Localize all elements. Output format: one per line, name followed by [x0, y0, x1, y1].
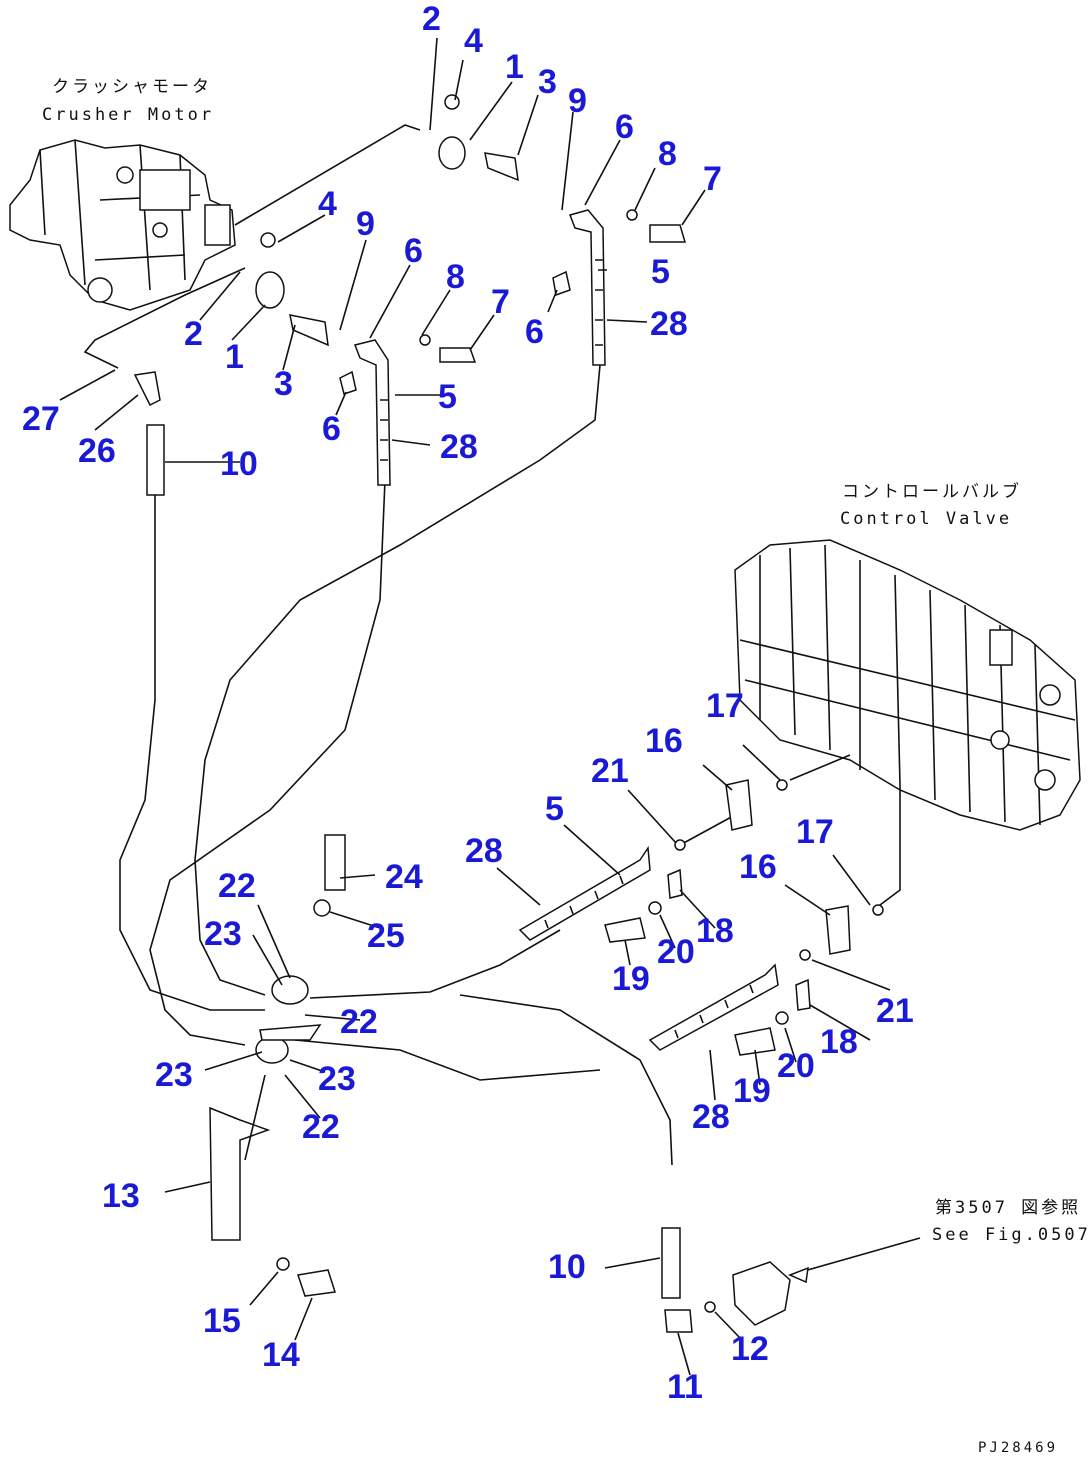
callout-part-2: 2 — [422, 0, 441, 38]
control-valve — [734, 539, 1081, 831]
callout-part-11: 11 — [667, 1368, 703, 1406]
callout-part-24: 24 — [385, 858, 423, 896]
callout-part-28: 28 — [440, 428, 478, 466]
callout-part-4: 4 — [464, 22, 483, 60]
callout-part-13: 13 — [102, 1177, 140, 1215]
callout-part-22: 22 — [340, 1003, 378, 1041]
callout-part-6: 6 — [404, 232, 423, 270]
callout-part-18: 18 — [696, 912, 734, 950]
callout-part-4: 4 — [318, 185, 337, 223]
callout-part-9: 9 — [568, 82, 587, 120]
callout-part-8: 8 — [446, 258, 465, 296]
callout-part-3: 3 — [274, 365, 293, 403]
callout-part-28: 28 — [465, 832, 503, 870]
callout-part-15: 15 — [203, 1302, 241, 1340]
callout-part-3: 3 — [538, 63, 557, 101]
drawing-id: PJ28469 — [978, 1440, 1058, 1456]
callout-part-10: 10 — [220, 445, 258, 483]
crusher-motor-en-label: Crusher Motor — [42, 105, 214, 125]
callout-part-1: 1 — [225, 338, 244, 376]
callout-part-17: 17 — [706, 687, 744, 725]
callout-part-16: 16 — [645, 722, 683, 760]
callouts: 2 4 1 3 9 6 8 7 4 9 6 8 7 5 2 1 3 6 28 2… — [22, 0, 914, 1406]
valve-pipe-fittings — [518, 779, 884, 1056]
callout-part-21: 21 — [876, 992, 914, 1030]
callout-part-7: 7 — [491, 283, 510, 321]
callout-part-12: 12 — [731, 1330, 769, 1368]
upper-hose-assembly-1 — [133, 232, 477, 496]
callout-part-19: 19 — [612, 960, 650, 998]
callout-part-6: 6 — [525, 313, 544, 351]
callout-part-23: 23 — [318, 1060, 356, 1098]
callout-part-20: 20 — [777, 1047, 815, 1085]
callout-part-21: 21 — [591, 752, 629, 790]
callout-part-16: 16 — [739, 848, 777, 886]
bracket-and-lower-fittings — [209, 1106, 921, 1333]
see-fig-en-label: See Fig.0507 — [932, 1225, 1090, 1245]
callout-part-25: 25 — [367, 917, 405, 955]
control-valve-en-label: Control Valve — [840, 509, 1012, 529]
upper-hose-assembly-2 — [438, 94, 687, 366]
callout-part-17: 17 — [796, 813, 834, 851]
callout-part-14: 14 — [262, 1336, 300, 1374]
callout-part-23: 23 — [155, 1056, 193, 1094]
hose-routing — [83, 124, 901, 1166]
callout-part-8: 8 — [658, 135, 677, 173]
callout-part-1: 1 — [505, 48, 524, 86]
callout-part-22: 22 — [302, 1108, 340, 1146]
callout-part-5: 5 — [651, 253, 670, 291]
callout-part-2: 2 — [184, 315, 203, 353]
callout-part-19: 19 — [733, 1072, 771, 1110]
callout-part-6: 6 — [322, 410, 341, 448]
crusher-motor-jp-label: クラッシャモータ — [52, 77, 212, 97]
callout-part-22: 22 — [218, 867, 256, 905]
callout-part-20: 20 — [657, 933, 695, 971]
callout-part-28: 28 — [650, 305, 688, 343]
clamp-cluster — [255, 834, 346, 1064]
callout-part-27: 27 — [22, 400, 60, 438]
see-fig-jp-label: 第3507 図参照 — [935, 1198, 1081, 1218]
callout-part-7: 7 — [703, 160, 722, 198]
leader-lines — [59, 37, 891, 1376]
callout-part-28: 28 — [692, 1098, 730, 1136]
callout-part-26: 26 — [78, 432, 116, 470]
callout-part-5: 5 — [438, 378, 457, 416]
callout-part-10: 10 — [548, 1248, 586, 1286]
callout-part-23: 23 — [204, 915, 242, 953]
callout-part-6: 6 — [615, 108, 634, 146]
callout-part-5: 5 — [545, 790, 564, 828]
callout-part-9: 9 — [356, 205, 375, 243]
crusher-motor — [9, 139, 236, 311]
control-valve-jp-label: コントロールバルブ — [842, 481, 1022, 502]
callout-part-18: 18 — [820, 1023, 858, 1061]
